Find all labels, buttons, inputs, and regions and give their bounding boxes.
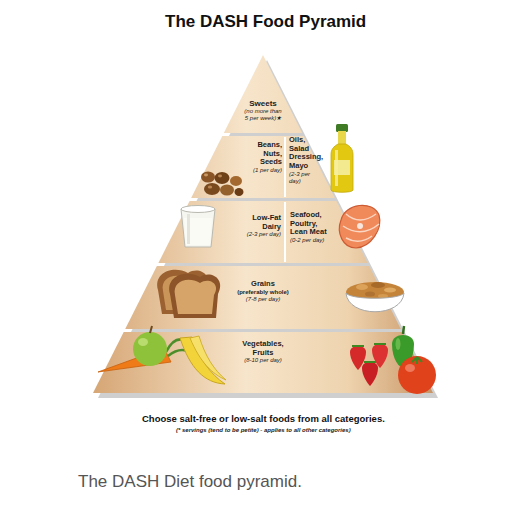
- bread-picture: [157, 270, 220, 318]
- pyramid-tier: [158, 201, 367, 263]
- food-group-band: Vegetables, Fruits(8-10 per day): [241, 340, 285, 364]
- food-group-band: Sweets(no more than 5 per week)★: [242, 99, 284, 123]
- serving-note: (2-3 per day): [245, 231, 281, 238]
- pyramid-tier: [224, 55, 302, 133]
- pyramid-tier: [191, 136, 335, 198]
- figure-caption: The DASH Diet food pyramid.: [78, 472, 302, 492]
- pyramid-title: The DASH Food Pyramid: [165, 12, 366, 32]
- food-group-band: Oils, Salad Dressing, Mayo(2-3 per day): [289, 136, 323, 185]
- serving-note: (1 per day): [248, 167, 282, 174]
- nuts-picture: [201, 172, 244, 197]
- pyramid-shadow: [98, 60, 438, 398]
- food-group-name: Vegetables, Fruits: [241, 340, 285, 357]
- milk-glass-picture: [181, 206, 215, 248]
- serving-note: (preferably whole): [223, 289, 303, 296]
- tomato-picture: [398, 356, 436, 394]
- tier-divider: [284, 137, 286, 197]
- serving-note: (2-3 per day): [289, 171, 323, 185]
- pyramid-tier: [93, 332, 433, 393]
- serving-note: (0-2 per day): [290, 237, 332, 244]
- food-group-name: Grains: [223, 280, 303, 289]
- food-group-band: Seafood, Poultry, Lean Meat(0-2 per day): [290, 211, 332, 244]
- serving-note: (no more than 5 per week)★: [242, 108, 284, 122]
- salmon-picture: [339, 205, 379, 248]
- cereal-bowl-picture: [346, 282, 404, 312]
- food-group-band: Beans, Nuts, Seeds(1 per day): [248, 141, 282, 174]
- food-group-band: Grains(preferably whole)(7-8 per day): [223, 280, 303, 303]
- food-group-name: Low-Fat Dairy: [245, 214, 281, 231]
- food-group-name: Oils, Salad Dressing, Mayo: [289, 136, 323, 171]
- footnote: (* servings (tend to be petite) - applie…: [176, 427, 351, 433]
- food-group-band: Low-Fat Dairy(2-3 per day): [245, 214, 281, 238]
- serving-note: (7-8 per day): [223, 296, 303, 303]
- tier-divider: [284, 202, 286, 262]
- strawberries-picture: [350, 344, 388, 386]
- oil-bottle-picture: [331, 124, 353, 192]
- food-group-name: Beans, Nuts, Seeds: [248, 141, 282, 167]
- apple-picture: [133, 326, 167, 366]
- food-group-name: Sweets: [242, 99, 284, 108]
- serving-note: (8-10 per day): [241, 357, 285, 364]
- food-group-name: Seafood, Poultry, Lean Meat: [290, 211, 332, 237]
- advice-note: Choose salt-free or low-salt foods from …: [142, 413, 385, 424]
- banana-picture: [180, 336, 226, 384]
